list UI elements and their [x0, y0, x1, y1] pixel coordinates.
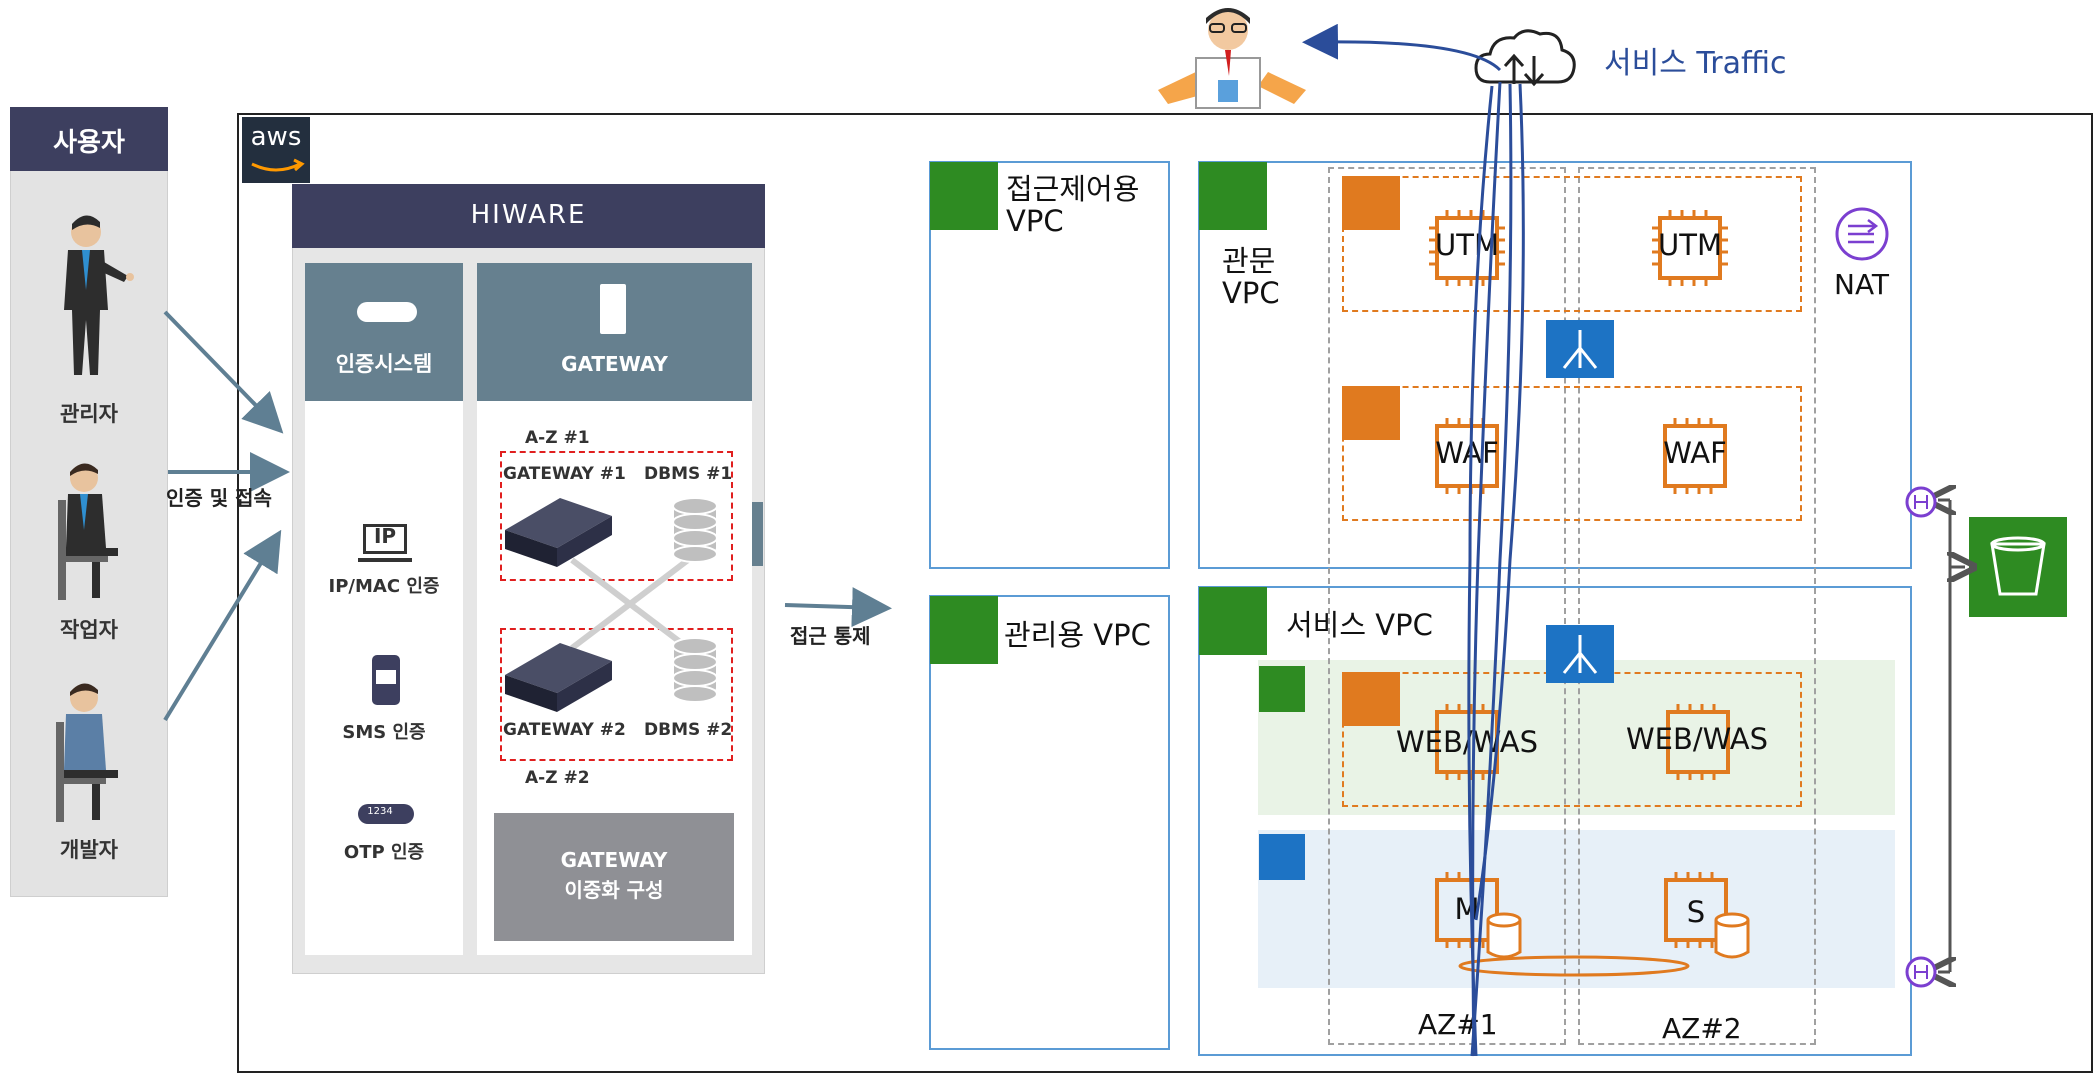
waf-az1-label: WAF	[1435, 436, 1499, 470]
service-vpc	[1198, 586, 1912, 1056]
private-subnet-lock-icon	[1259, 834, 1305, 880]
user-role-admin: 관리자	[60, 402, 118, 426]
user-role-developer: 개발자	[60, 838, 118, 862]
vpc-cloud-lock-icon	[930, 596, 998, 664]
webwas-az1-label: WEB/WAS	[1396, 725, 1538, 759]
az1-column-label: AZ#1	[1418, 1008, 1498, 1041]
gateway-vpc-title-1: 관문	[1222, 244, 1276, 278]
utm-az2-label: UTM	[1658, 228, 1722, 262]
access-control-vpc-title-2: VPC	[1006, 204, 1064, 238]
waf-group	[1342, 386, 1802, 521]
management-vpc	[929, 595, 1170, 1050]
gateway-column-title: GATEWAY	[561, 352, 668, 376]
gateway2-dbms2-group	[500, 628, 733, 761]
utm-az1-label: UTM	[1435, 228, 1499, 262]
access-control-vpc	[929, 161, 1170, 569]
otp-token-icon	[358, 804, 414, 824]
gateway2-label: GATEWAY #2	[503, 720, 626, 740]
gateway-vpc	[1198, 161, 1912, 569]
auth-system-title: 인증시스템	[335, 352, 433, 376]
auth-method-sms: SMS 인증	[342, 722, 426, 743]
gateway1-label: GATEWAY #1	[503, 464, 626, 484]
az2-column-label: AZ#2	[1662, 1012, 1742, 1045]
auth-system-header	[305, 263, 463, 401]
ip-monitor-stand	[358, 558, 412, 562]
dbms2-label: DBMS #2	[644, 720, 733, 740]
dbms1-label: DBMS #1	[644, 464, 733, 484]
s3-bucket-icon	[1969, 517, 2067, 617]
autoscaling-icon	[1342, 176, 1400, 230]
az2-column	[1578, 167, 1816, 1045]
autoscaling-icon	[1342, 672, 1400, 726]
auth-method-ip-mac: IP/MAC 인증	[328, 576, 440, 597]
ip-badge: IP	[373, 524, 397, 548]
aws-logo	[242, 117, 310, 183]
management-vpc-title: 관리용 VPC	[1004, 618, 1151, 652]
server-tower-icon	[600, 284, 626, 334]
auth-flow-label: 인증 및 접속	[166, 486, 272, 510]
vpc-cloud-lock-icon	[1199, 587, 1267, 655]
az1-column	[1328, 167, 1566, 1045]
access-control-flow-label: 접근 통제	[790, 624, 871, 648]
az2-label: A-Z #2	[525, 768, 590, 788]
otp-device-icon	[357, 302, 417, 322]
nat-label: NAT	[1834, 268, 1890, 301]
users-panel-title: 사용자	[53, 128, 125, 158]
hiware-header	[292, 184, 765, 248]
load-balancer-icon	[1546, 625, 1614, 683]
access-control-vpc-title-1: 접근제어용	[1006, 172, 1140, 206]
waf-az2-label: WAF	[1663, 436, 1727, 470]
hiware-title: HIWARE	[470, 200, 587, 230]
vpc-cloud-lock-icon	[930, 162, 998, 230]
autoscaling-icon	[1342, 386, 1400, 440]
utm-group	[1342, 176, 1802, 312]
vpc-cloud-lock-icon	[1199, 162, 1267, 230]
auth-method-otp: OTP 인증	[343, 842, 425, 863]
service-vpc-title: 서비스 VPC	[1286, 608, 1433, 642]
webwas-az2-label: WEB/WAS	[1626, 722, 1768, 756]
aws-logo-text: aws	[250, 122, 302, 152]
users-panel-header	[10, 107, 168, 171]
service-traffic-label: 서비스 Traffic	[1604, 46, 1787, 81]
public-subnet-lock-icon	[1259, 666, 1305, 712]
gateway-redundancy-box	[494, 813, 734, 941]
redundancy-line2: 이중화 구성	[564, 878, 664, 902]
gateway-vpc-title-2: VPC	[1222, 276, 1280, 310]
db-master-label: M	[1454, 892, 1480, 926]
db-slave-label: S	[1686, 895, 1706, 929]
user-role-worker: 작업자	[60, 618, 118, 642]
redundancy-line1: GATEWAY	[560, 848, 668, 872]
ip-monitor-icon	[363, 524, 407, 554]
az1-label: A-Z #1	[525, 428, 590, 448]
sms-envelope-icon	[376, 670, 396, 684]
users-panel	[10, 107, 168, 897]
gateway-scrollbar[interactable]	[752, 502, 763, 566]
load-balancer-icon	[1546, 320, 1614, 378]
otp-token-text: 1234	[367, 806, 393, 817]
